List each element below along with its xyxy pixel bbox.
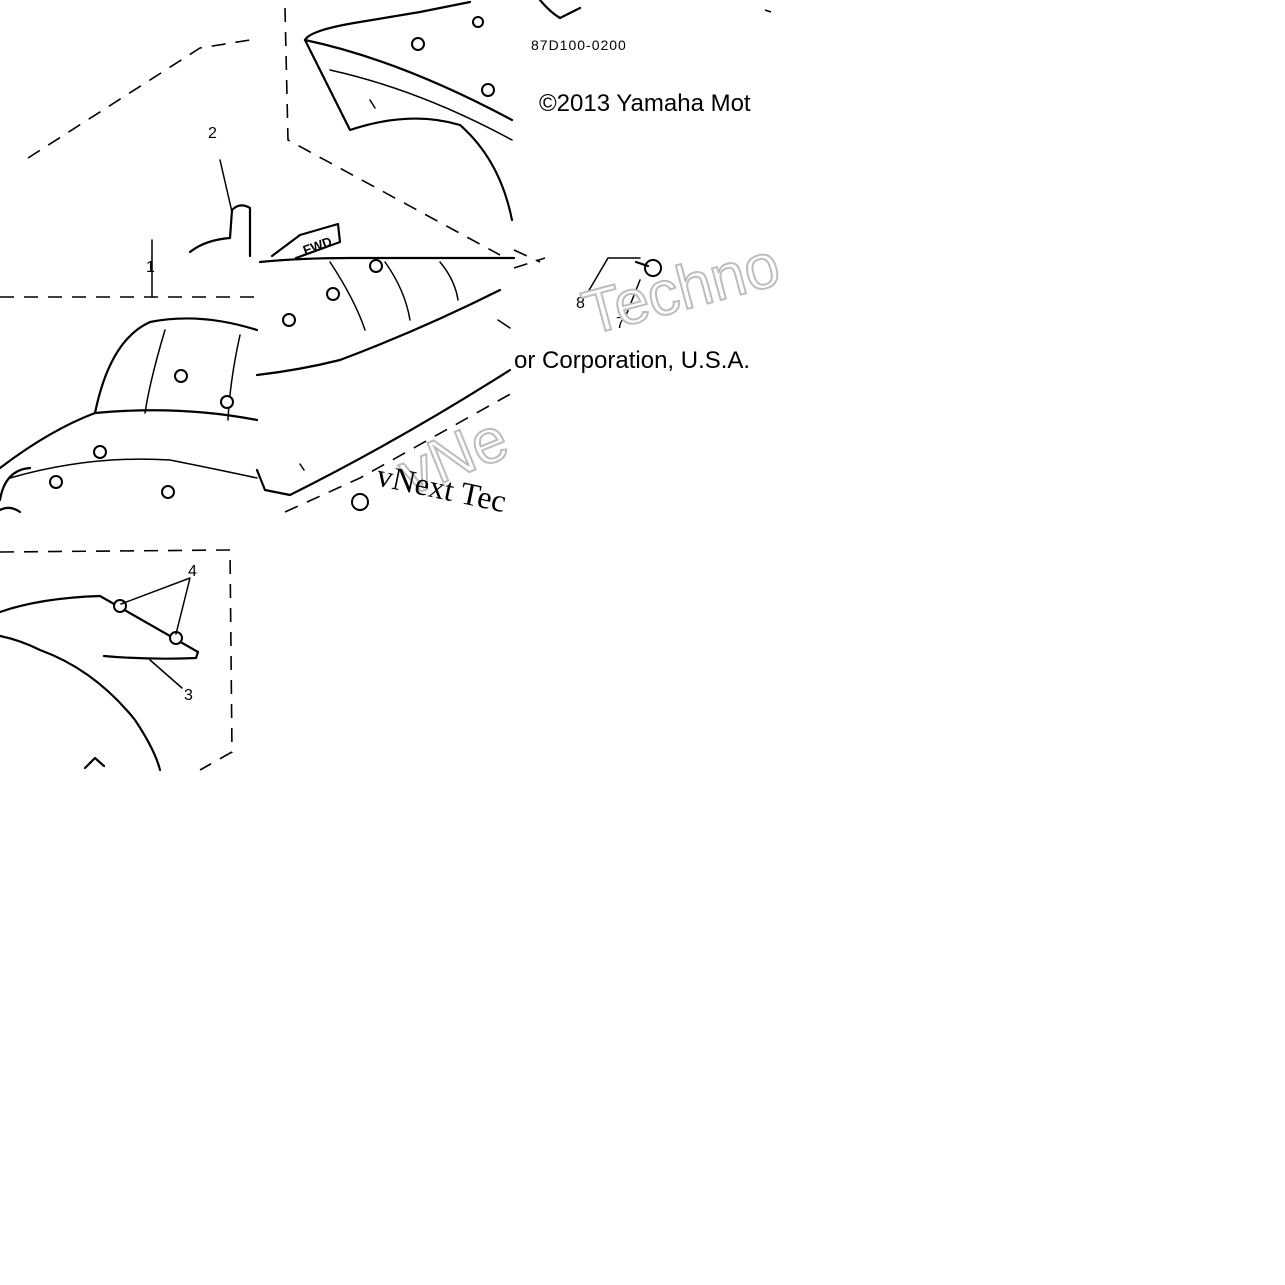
tile-middle-right: 8 7 Techno or Corporation, U.S.A.	[513, 229, 788, 374]
watermark-outline-1: Techno	[576, 230, 787, 348]
tile-top-right: 87D100-0200 ©2013 Yamaha Mot	[513, 0, 772, 263]
callout-8: 8	[576, 295, 585, 312]
callout-1: 1	[146, 259, 155, 276]
copyright-line-1: ©2013 Yamaha Mot	[539, 90, 751, 117]
tile-middle-left: 1	[0, 257, 259, 514]
tile-bottom-left: 4 3	[0, 549, 233, 772]
fwd-marker: FWD	[301, 234, 334, 258]
part-code: 87D100-0200	[531, 37, 627, 53]
callout-2: 2	[208, 125, 217, 142]
callout-3: 3	[184, 687, 193, 704]
tile-top-left: 2	[27, 39, 252, 259]
callout-7: 7	[616, 315, 625, 332]
callout-4: 4	[188, 563, 197, 580]
tile-center: vNe vNext Tec	[255, 256, 518, 519]
copyright-line-2: or Corporation, U.S.A.	[514, 347, 750, 374]
tile-top-middle: FWD	[270, 0, 514, 260]
